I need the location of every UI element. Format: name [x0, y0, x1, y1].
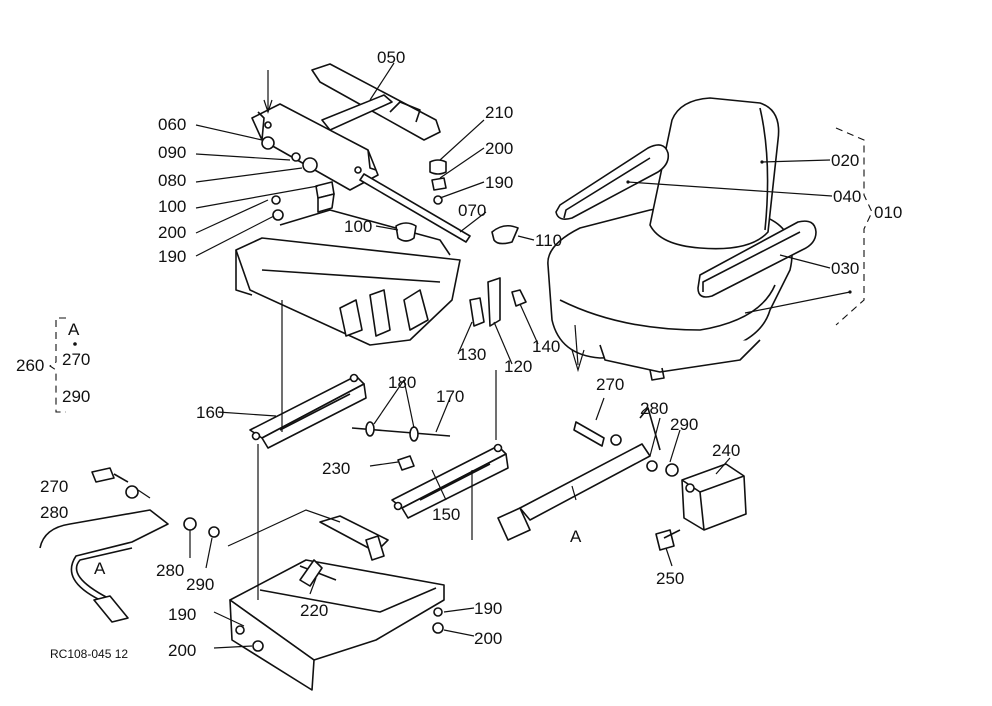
label-110: 110 — [535, 231, 562, 250]
label-190b: 190 — [485, 173, 513, 192]
guide-rail-150 — [391, 443, 509, 519]
label-010: 010 — [874, 203, 902, 222]
label-200b: 200 — [485, 139, 513, 158]
slide-frame — [235, 209, 461, 346]
upper-leader-lines — [195, 62, 539, 365]
label-A-left: A — [94, 559, 106, 578]
label-120: 120 — [504, 357, 532, 376]
label-100a: 100 — [158, 197, 186, 216]
label-180: 180 — [388, 373, 416, 392]
base-frame — [229, 515, 445, 691]
label-A-right: A — [570, 527, 582, 546]
label-170: 170 — [436, 387, 464, 406]
label-030: 030 — [831, 259, 859, 278]
group-bracket-010 — [835, 127, 873, 326]
mount-bracket-240 — [655, 457, 747, 567]
label-210: 210 — [485, 103, 513, 122]
seat-belt-right — [497, 397, 681, 541]
label-A-group: A — [68, 320, 80, 339]
seat-belt-left — [39, 467, 341, 623]
label-290b: 290 — [670, 415, 698, 434]
label-060: 060 — [158, 115, 186, 134]
label-290d: 290 — [186, 575, 214, 594]
label-020: 020 — [831, 151, 859, 170]
label-190c: 190 — [168, 605, 196, 624]
label-200d: 200 — [474, 629, 502, 648]
label-130: 130 — [458, 345, 486, 364]
drawing-code: RC108-045 12 — [50, 647, 128, 661]
base-leader-lines — [213, 300, 497, 649]
label-140: 140 — [532, 337, 560, 356]
label-080: 080 — [158, 171, 186, 190]
rail-leader-lines — [217, 411, 447, 501]
label-270a: 270 — [62, 350, 90, 369]
label-190d: 190 — [474, 599, 502, 618]
label-150: 150 — [432, 505, 460, 524]
label-280b: 280 — [640, 399, 668, 418]
label-240: 240 — [712, 441, 740, 460]
group-dot — [73, 342, 77, 346]
upper-bracket-050 — [311, 63, 441, 141]
label-270b: 270 — [596, 375, 624, 394]
label-220: 220 — [300, 601, 328, 620]
bolt-230 — [369, 455, 415, 471]
label-090: 090 — [158, 143, 186, 162]
label-260: 260 — [16, 356, 44, 375]
guide-rail-160 — [249, 373, 367, 449]
label-270c: 270 — [40, 477, 68, 496]
seat-leader-lines — [626, 159, 852, 314]
label-160: 160 — [196, 403, 224, 422]
group-bracket-260 — [49, 317, 66, 413]
label-230: 230 — [322, 459, 350, 478]
label-200a: 200 — [158, 223, 186, 242]
label-250: 250 — [656, 569, 684, 588]
label-280c: 280 — [40, 503, 68, 522]
label-290a: 290 — [62, 387, 90, 406]
label-280d: 280 — [156, 561, 184, 580]
label-070: 070 — [458, 201, 486, 220]
label-040: 040 — [833, 187, 861, 206]
label-200c: 200 — [168, 641, 196, 660]
label-100b: 100 — [344, 217, 372, 236]
label-190a: 190 — [158, 247, 186, 266]
callout-labels: 050 060 090 080 100 200 190 100 210 200 … — [16, 48, 902, 661]
label-050: 050 — [377, 48, 405, 67]
adjust-rod-170 — [351, 379, 451, 442]
small-hardware-left — [261, 136, 527, 327]
seat-assembly — [547, 97, 817, 381]
